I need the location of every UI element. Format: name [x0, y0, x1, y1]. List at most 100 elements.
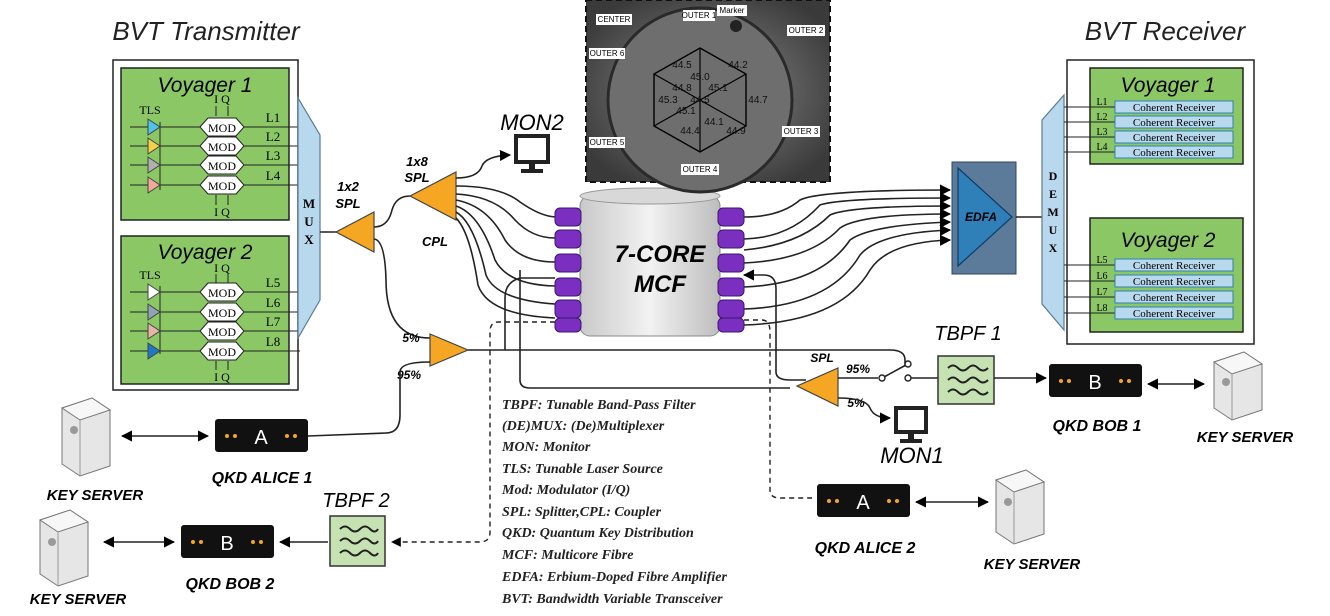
legend-item: EDFA: Erbium-Doped Fibre Amplifier — [501, 570, 727, 585]
qkd-bob2-label: QKD BOB 2 — [186, 576, 275, 593]
lane-l3: L3 — [266, 148, 280, 163]
photo-label: OUTER 3 — [784, 127, 819, 136]
photo-value: 44.5 — [690, 95, 710, 106]
lane-l7: L7 — [266, 314, 281, 329]
photo-values: 44.5 44.2 45.0 44.8 45.1 45.3 44.5 45.1 … — [658, 60, 768, 137]
transmitter-title: BVT Transmitter — [112, 16, 301, 46]
mon2-label: MON2 — [500, 110, 564, 135]
lane-l8: L8 — [266, 334, 280, 349]
legend-item: TLS: Tunable Laser Source — [502, 462, 663, 477]
coupler-tx — [429, 333, 470, 367]
tx-row-l6: MOD L6 — [130, 295, 300, 322]
photo-labels: OUTER 1 CENTER Marker OUTER 2 OUTER 6 OU… — [589, 5, 825, 175]
photo-label: CENTER — [598, 15, 631, 24]
legend-item: TBPF: Tunable Band-Pass Filter — [502, 398, 696, 413]
mon1-label: MON1 — [880, 443, 944, 468]
pct5-tx: 5% — [402, 331, 420, 345]
mcf-connectors-right — [717, 207, 745, 333]
key-server-icon — [994, 469, 1046, 545]
photo-label: Marker — [720, 6, 745, 15]
legend-item: MON: Monitor — [501, 440, 591, 455]
monitor-icon — [894, 406, 928, 443]
photo-value: 44.8 — [672, 83, 692, 94]
mod-label: MOD — [208, 179, 236, 193]
mux-letter: M — [303, 196, 315, 211]
monitor-icon — [514, 134, 550, 173]
photo-value: 45.3 — [658, 95, 678, 106]
qkd-alice1-label: QKD ALICE 1 — [212, 470, 313, 487]
edfa: EDFA — [951, 161, 1017, 275]
rx-lane-l5: L5 — [1096, 255, 1107, 266]
mcf-connectors-left — [554, 207, 582, 333]
demux-letter: X — [1049, 241, 1058, 255]
coherent-receiver-label: Coherent Receiver — [1133, 308, 1215, 320]
mux-letter: X — [304, 232, 314, 247]
splitter-1x8 — [408, 171, 457, 221]
iq-top-v2: I Q — [214, 261, 230, 275]
photo-label: OUTER 5 — [590, 138, 625, 147]
photo-value: 44.1 — [704, 117, 724, 128]
voyager1-rx-title: Voyager 1 — [1121, 74, 1216, 97]
demux-letter: D — [1049, 169, 1058, 183]
voyager1-tx-title: Voyager 1 — [158, 74, 253, 97]
legend-item: Mod: Modulator (I/Q) — [501, 483, 630, 498]
coherent-receiver-label: Coherent Receiver — [1133, 132, 1215, 144]
tx-row-l4: MOD L4 — [130, 168, 300, 195]
tx-row-l2: MOD L2 — [130, 129, 300, 156]
tls-label-v1: TLS — [139, 103, 160, 117]
mux: M U X — [297, 95, 321, 341]
qkd-alice1-letter: A — [254, 427, 268, 449]
pct95-rx: 95% — [846, 362, 870, 376]
coherent-receiver-label: Coherent Receiver — [1133, 292, 1215, 304]
iq-top-v1: I Q — [214, 92, 230, 106]
coherent-receiver-label: Coherent Receiver — [1133, 147, 1215, 159]
iq-bottom-v2: I Q — [214, 370, 230, 384]
rx-rows-v1: Coherent Receiver L1 Coherent Receiver L… — [1064, 97, 1234, 159]
splitter-rx — [795, 367, 839, 407]
rx-lane-l2: L2 — [1096, 112, 1107, 123]
qkd-bob2-letter: B — [220, 533, 233, 555]
photo-label: OUTER 4 — [683, 165, 718, 174]
coherent-receiver-label: Coherent Receiver — [1133, 102, 1215, 114]
legend-item: (DE)MUX: (De)Multiplexer — [502, 419, 665, 434]
mod-label: MOD — [208, 159, 236, 173]
qkd-alice1-device: A — [215, 419, 308, 452]
qkd-bob1-device: B — [1049, 364, 1142, 397]
rx-lane-l4: L4 — [1096, 142, 1107, 153]
key-server-label: KEY SERVER — [30, 591, 127, 608]
rx-lane-l6: L6 — [1096, 271, 1107, 282]
mod-label: MOD — [208, 325, 236, 339]
photo-value: 45.1 — [708, 83, 728, 94]
spl-1x2-label: SPL — [335, 196, 360, 211]
key-server-label: KEY SERVER — [47, 487, 144, 504]
mcf-label: MCF — [634, 271, 687, 298]
coherent-receiver-label: Coherent Receiver — [1133, 260, 1215, 272]
legend-item: BVT: Bandwidth Variable Transceiver — [501, 592, 723, 607]
demux-letter: E — [1049, 187, 1057, 201]
mod-label: MOD — [208, 121, 236, 135]
photo-label: OUTER 2 — [789, 26, 824, 35]
key-server-icon — [60, 397, 112, 477]
coherent-receiver-label: Coherent Receiver — [1133, 276, 1215, 288]
tbpf2-filter — [329, 515, 386, 567]
mod-label: MOD — [208, 286, 236, 300]
photo-value: 45.0 — [690, 72, 710, 83]
legend-item: QKD: Quantum Key Distribution — [502, 526, 694, 541]
mcf-fibre: 7-CORE MCF — [579, 187, 721, 337]
lane-l1: L1 — [266, 110, 280, 125]
edfa-label: EDFA — [965, 210, 997, 224]
spl-rx-label: SPL — [810, 351, 833, 365]
rx-lane-l8: L8 — [1096, 303, 1107, 314]
lane-l2: L2 — [266, 129, 280, 144]
key-server-icon — [1212, 351, 1264, 421]
tx-row-l3: MOD L3 — [130, 148, 300, 175]
iq-bottom-v1: I Q — [214, 205, 230, 219]
legend-item: MCF: Multicore Fibre — [501, 548, 633, 563]
lane-l6: L6 — [266, 295, 281, 310]
tx-row-l1: MOD L1 — [130, 110, 300, 137]
mcf-label: 7-CORE — [615, 241, 707, 268]
qkd-alice2-device: A — [817, 484, 910, 517]
dashed-qkd-paths — [391, 319, 812, 547]
qkd-alice2-letter: A — [856, 492, 870, 514]
